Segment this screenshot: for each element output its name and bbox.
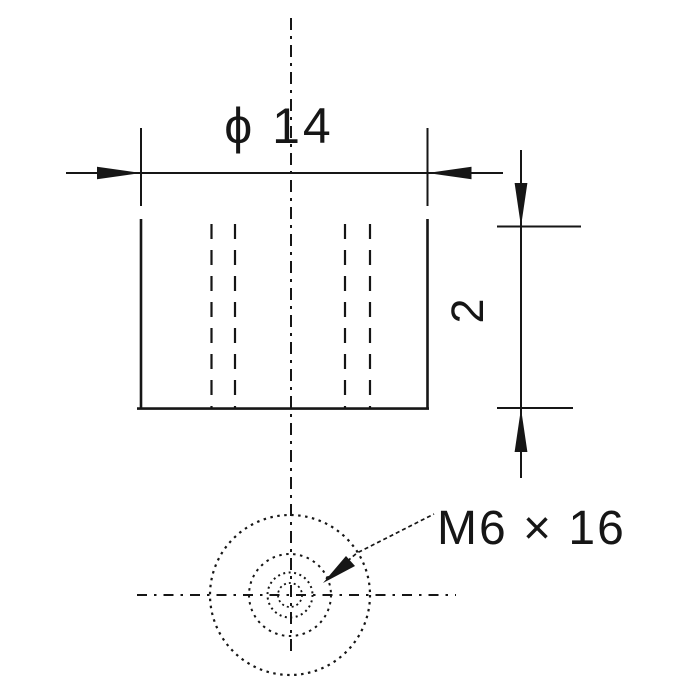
arrowhead-left-icon xyxy=(97,166,141,180)
height-dimension-label: 2 xyxy=(442,298,493,323)
diameter-dimension-label: ϕ 14 xyxy=(224,98,334,154)
diameter-dimension: ϕ 14 xyxy=(66,98,503,180)
height-dimension: 2 xyxy=(442,150,581,478)
thread-callout: M6 × 16 xyxy=(323,502,626,583)
thread-major-circle xyxy=(266,571,314,619)
arrowhead-right-icon xyxy=(427,166,472,180)
leader-arrowhead-icon xyxy=(323,556,355,583)
front-view xyxy=(137,128,429,410)
arrowhead-up-icon xyxy=(514,408,528,452)
leader-line xyxy=(325,513,435,580)
thread-callout-label: M6 × 16 xyxy=(437,502,626,555)
outer-diameter-circle xyxy=(208,513,372,677)
arrowhead-down-icon xyxy=(514,183,528,227)
bottom-view xyxy=(137,513,456,677)
